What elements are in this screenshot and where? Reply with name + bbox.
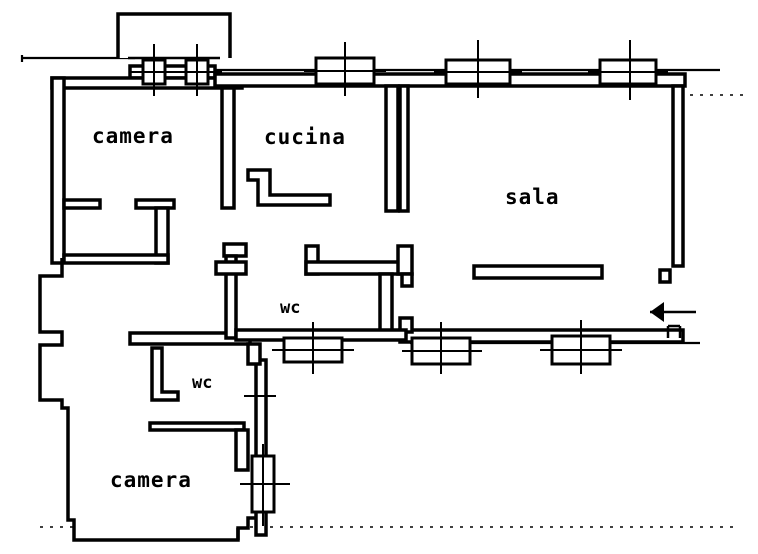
- room-label-wc-lower: wc: [192, 373, 212, 393]
- windows: [130, 40, 668, 526]
- room-label-sala: sala: [505, 185, 560, 209]
- entrance-arrow-icon: [650, 302, 696, 338]
- balcony: [116, 12, 232, 60]
- interior-walls: [62, 84, 672, 472]
- room-label-cucina: cucina: [264, 125, 346, 149]
- outer-walls: [38, 64, 687, 542]
- room-label-wc-center: wc: [280, 298, 300, 318]
- room-label-camera-bottom: camera: [110, 468, 192, 492]
- room-label-camera-top: camera: [92, 124, 174, 148]
